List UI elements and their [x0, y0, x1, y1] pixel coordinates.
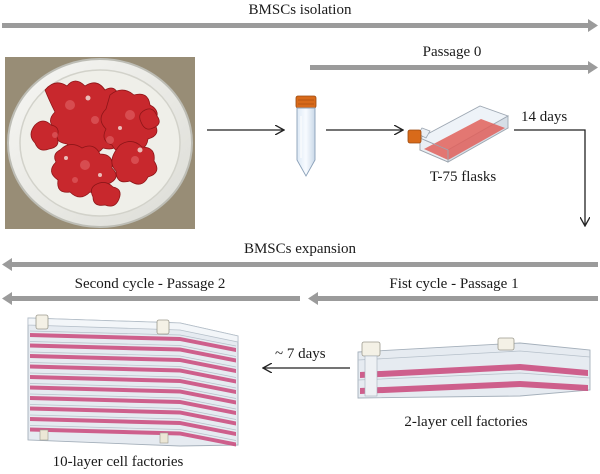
- two-layer-factory-image: [357, 337, 591, 399]
- factory-layer-divider: [29, 383, 237, 399]
- factory-layer: [30, 354, 236, 373]
- two-layer-factory-label: 2-layer cell factories: [404, 414, 528, 430]
- passage0-stage-bar: [310, 61, 598, 74]
- second-cycle-title: Second cycle - Passage 2: [74, 276, 226, 292]
- petri-dish-image: [5, 57, 195, 229]
- factory-layer: [30, 427, 236, 447]
- expansion-stage-title: BMSCs expansion: [243, 241, 357, 257]
- factory-layer-divider: [29, 351, 237, 368]
- factory-layer-divider: [29, 341, 237, 357]
- factory-layer-divider: [29, 362, 237, 378]
- factory-layer-divider: [29, 425, 237, 441]
- centrifuge-tube-icon: [295, 95, 317, 177]
- isolation-stage-title: BMSCs isolation: [248, 2, 352, 18]
- days-7-label: ~ 7 days: [275, 346, 326, 362]
- factory-layer: [30, 333, 236, 352]
- days-14-label: 14 days: [521, 109, 568, 125]
- factory-layer: [30, 406, 236, 426]
- factory-layer-divider: [29, 330, 237, 347]
- factory-layer-divider: [29, 393, 237, 410]
- tissue-fat-spots: [64, 95, 143, 177]
- factory-layer: [30, 396, 236, 415]
- ten-layer-factory-image: [27, 314, 239, 447]
- factory-layer: [30, 343, 236, 363]
- first-cycle-stage-bar: [308, 292, 598, 305]
- passage0-title: Passage 0: [422, 44, 482, 60]
- second-cycle-stage-bar: [2, 292, 300, 305]
- factory-layer-divider: [29, 404, 237, 420]
- factory-layer: [30, 375, 236, 394]
- flask-label: T-75 flasks: [429, 169, 497, 185]
- ten-layer-factory-label: 10-layer cell factories: [52, 454, 184, 470]
- factory-layer: [30, 364, 236, 384]
- isolation-stage-bar: [2, 19, 598, 32]
- factory-layer: [30, 385, 236, 405]
- factory-layer-divider: [29, 414, 237, 431]
- first-cycle-title: Fist cycle - Passage 1: [389, 276, 519, 292]
- factory-layer-divider: [29, 372, 237, 389]
- factory-layer: [30, 417, 236, 436]
- t75-flask-icon: [407, 105, 510, 163]
- tissue-highlights: [52, 100, 139, 183]
- arrow-14-days: [514, 129, 585, 225]
- expansion-stage-bar: [2, 258, 598, 271]
- factory-10-layers: [29, 330, 237, 447]
